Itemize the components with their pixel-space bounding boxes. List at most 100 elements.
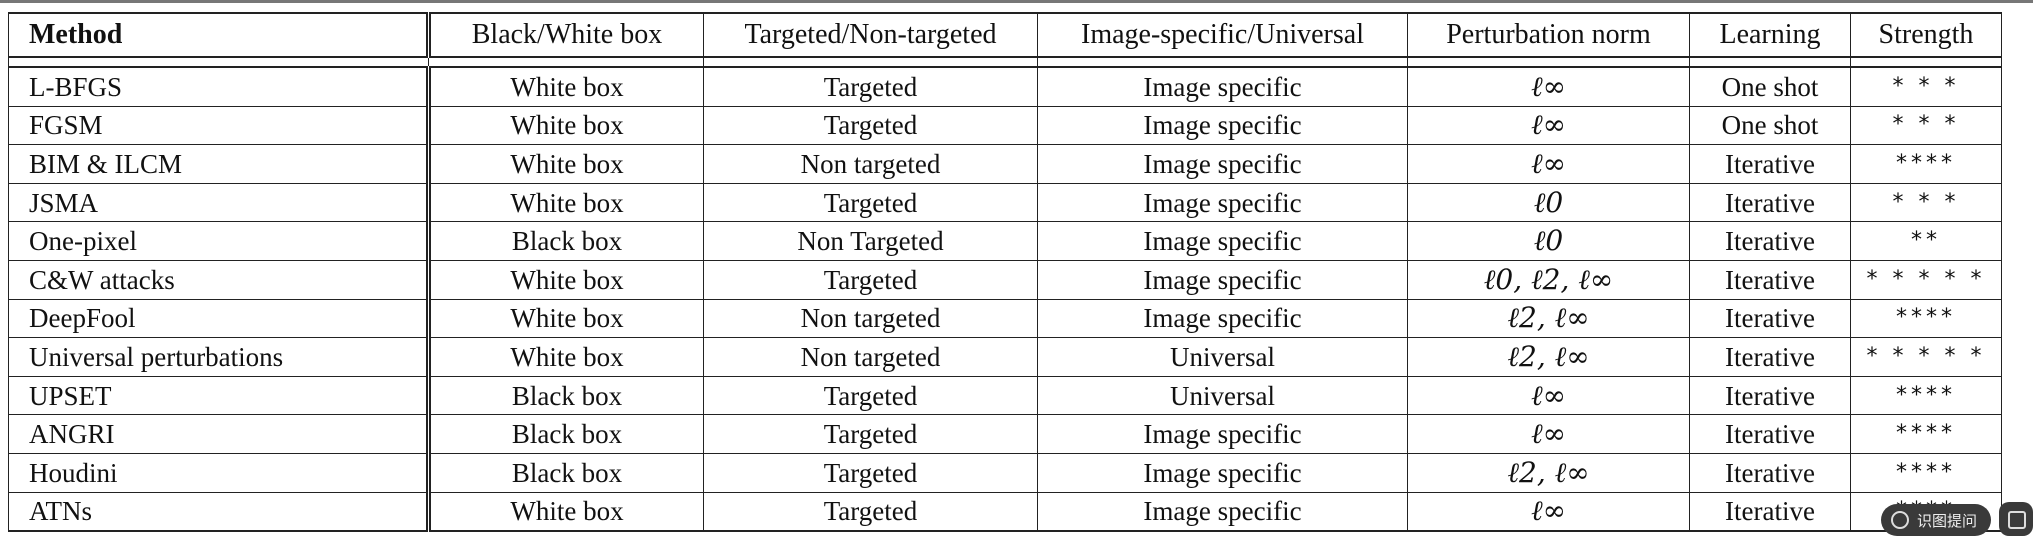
attack-methods-table: Method Black/White box Targeted/Non-targ… (8, 12, 2002, 533)
box-type-cell: Black box (428, 414, 704, 454)
box-type-cell: White box (428, 299, 704, 339)
header-scope: Image-specific/Universal (1037, 12, 1408, 58)
learning-cell: Iterative (1689, 453, 1851, 493)
scope-cell: Image specific (1037, 65, 1408, 107)
box-type-cell: White box (428, 106, 704, 146)
method-cell: One-pixel (8, 221, 431, 261)
header-strength: Strength (1850, 12, 2002, 58)
learning-cell: One shot (1689, 65, 1851, 107)
method-cell: DeepFool (8, 299, 431, 339)
header-learning: Learning (1689, 12, 1851, 58)
strength-cell: **** (1850, 144, 2002, 184)
norm-cell: ℓ2, ℓ∞ (1407, 337, 1690, 377)
targeted-cell: Targeted (703, 65, 1038, 107)
norm-cell: ℓ∞ (1407, 376, 1690, 416)
header-box-type: Black/White box (428, 12, 704, 58)
scope-cell: Image specific (1037, 183, 1408, 223)
box-type-cell: White box (428, 65, 704, 107)
scope-cell: Image specific (1037, 453, 1408, 493)
scope-cell: Image specific (1037, 492, 1408, 533)
targeted-cell: Targeted (703, 376, 1038, 416)
method-cell: FGSM (8, 106, 431, 146)
norm-cell: ℓ0, ℓ2, ℓ∞ (1407, 260, 1690, 300)
header-norm: Perturbation norm (1407, 12, 1690, 58)
spacer-cell (1037, 57, 1408, 68)
spacer-cell (1407, 57, 1690, 68)
header-row: Method Black/White box Targeted/Non-targ… (8, 12, 2002, 58)
norm-cell: ℓ∞ (1407, 106, 1690, 146)
targeted-cell: Targeted (703, 414, 1038, 454)
image-question-badge[interactable]: 识图提问 (1880, 504, 1991, 536)
targeted-cell: Targeted (703, 183, 1038, 223)
strength-cell: **** (1850, 453, 2002, 493)
learning-cell: Iterative (1689, 183, 1851, 223)
learning-cell: Iterative (1689, 299, 1851, 339)
scope-cell: Image specific (1037, 260, 1408, 300)
learning-cell: Iterative (1689, 221, 1851, 261)
spacer-cell (703, 57, 1038, 68)
header-spacer (8, 57, 2002, 68)
scope-cell: Universal (1037, 376, 1408, 416)
screenshot-button[interactable] (1999, 502, 2033, 536)
method-cell: Houdini (8, 453, 431, 493)
norm-cell: ℓ∞ (1407, 492, 1690, 533)
targeted-cell: Non targeted (703, 144, 1038, 184)
method-cell: Universal perturbations (8, 337, 431, 377)
spacer-cell (1689, 57, 1851, 68)
norm-cell: ℓ2, ℓ∞ (1407, 453, 1690, 493)
strength-cell: ** (1850, 221, 2002, 261)
method-cell: ATNs (8, 492, 431, 533)
strength-cell: * * * * * (1850, 337, 2002, 377)
targeted-cell: Targeted (703, 453, 1038, 493)
spacer-cell (8, 57, 429, 68)
box-type-cell: White box (428, 144, 704, 184)
norm-cell: ℓ0 (1407, 183, 1690, 223)
norm-cell: ℓ∞ (1407, 65, 1690, 107)
box-type-cell: Black box (428, 453, 704, 493)
targeted-cell: Targeted (703, 260, 1038, 300)
norm-cell: ℓ2, ℓ∞ (1407, 299, 1690, 339)
method-cell: JSMA (8, 183, 431, 223)
camera-icon (1890, 511, 1909, 529)
norm-cell: ℓ∞ (1407, 144, 1690, 184)
learning-cell: Iterative (1689, 144, 1851, 184)
scope-cell: Universal (1037, 337, 1408, 377)
box-type-cell: Black box (428, 221, 704, 261)
spacer-cell (428, 57, 704, 68)
targeted-cell: Non Targeted (703, 221, 1038, 261)
learning-cell: Iterative (1689, 337, 1851, 377)
method-cell: UPSET (8, 376, 431, 416)
scope-cell: Image specific (1037, 414, 1408, 454)
norm-cell: ℓ∞ (1407, 414, 1690, 454)
strength-cell: **** (1850, 299, 2002, 339)
norm-cell: ℓ0 (1407, 221, 1690, 261)
image-question-label: 识图提问 (1916, 511, 1977, 530)
targeted-cell: Non targeted (703, 299, 1038, 339)
method-cell: L-BFGS (8, 65, 431, 107)
learning-cell: Iterative (1689, 260, 1851, 300)
scope-cell: Image specific (1037, 106, 1408, 146)
method-cell: ANGRI (8, 414, 431, 454)
header-method: Method (8, 12, 431, 58)
scope-cell: Image specific (1037, 299, 1408, 339)
table-container: Method Black/White box Targeted/Non-targ… (8, 12, 2002, 533)
top-rule (0, 0, 2033, 3)
box-type-cell: White box (428, 337, 704, 377)
learning-cell: Iterative (1689, 376, 1851, 416)
box-type-cell: White box (428, 260, 704, 300)
box-type-cell: White box (428, 183, 704, 223)
scope-cell: Image specific (1037, 144, 1408, 184)
spacer-cell (1850, 57, 2002, 68)
scope-cell: Image specific (1037, 221, 1408, 261)
